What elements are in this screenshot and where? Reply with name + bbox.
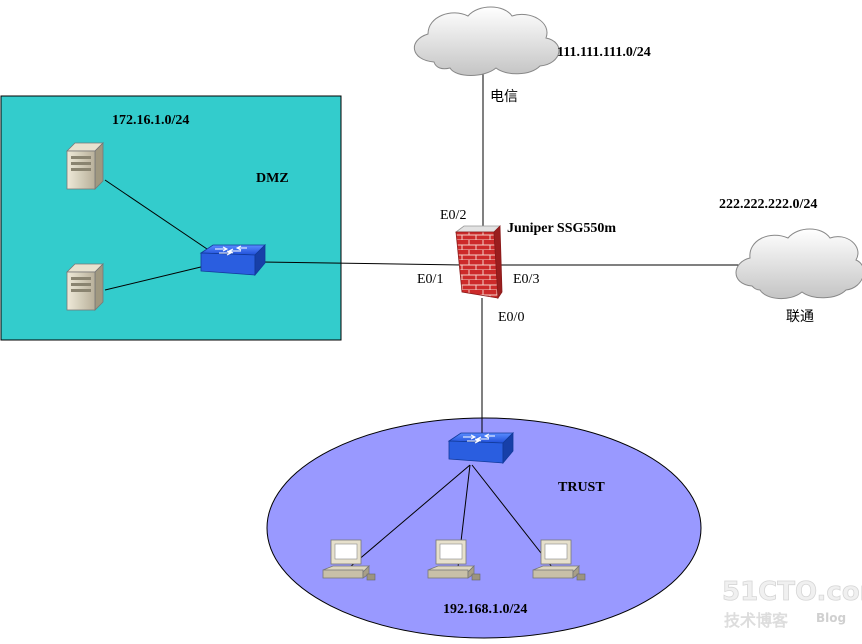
port-e02-label: E0/2	[440, 208, 466, 223]
line-trust-pc3	[471, 464, 553, 568]
trust-zone-ellipse	[266, 417, 702, 639]
line-trust-pc1	[349, 464, 471, 568]
pc-icon	[322, 539, 376, 581]
dmz-subnet-label: 172.16.1.0/24	[112, 113, 189, 128]
dmz-switch-icon	[199, 244, 266, 277]
unicom-subnet-label: 222.222.222.0/24	[719, 197, 817, 212]
telecom-name-label: 电信	[490, 89, 518, 105]
trust-switch-icon	[447, 432, 514, 465]
unicom-name-label: 联通	[786, 309, 814, 325]
port-e03-label: E0/3	[513, 272, 539, 287]
site-watermark: 51CTO.com 技术博客 Blog	[722, 577, 862, 630]
firewall-name-label: Juniper SSG550m	[507, 221, 616, 236]
unicom-cloud-icon	[735, 228, 862, 299]
dmz-zone-label: DMZ	[256, 171, 289, 186]
port-e01-label: E0/1	[417, 272, 443, 287]
line-dmz-server2	[104, 265, 206, 291]
dmz-zone-box	[0, 95, 342, 341]
connection-lines	[104, 74, 742, 568]
trust-zone-label: TRUST	[558, 480, 605, 495]
watermark-blog: Blog	[816, 611, 846, 625]
telecom-subnet-label: 111.111.111.0/24	[557, 45, 651, 60]
line-dmz-server1	[104, 179, 211, 252]
line-dmz-switch-to-firewall	[261, 261, 463, 266]
server-icon	[66, 263, 104, 311]
watermark-brand: 51CTO.com	[722, 577, 862, 607]
server-icon	[66, 142, 104, 190]
telecom-cloud-icon	[413, 6, 560, 76]
watermark-subtitle: 技术博客	[724, 611, 789, 630]
firewall-icon	[454, 225, 503, 300]
pc-icon	[532, 539, 586, 581]
trust-subnet-label: 192.168.1.0/24	[443, 602, 527, 617]
port-e00-label: E0/0	[498, 310, 524, 325]
pc-icon	[427, 539, 481, 581]
